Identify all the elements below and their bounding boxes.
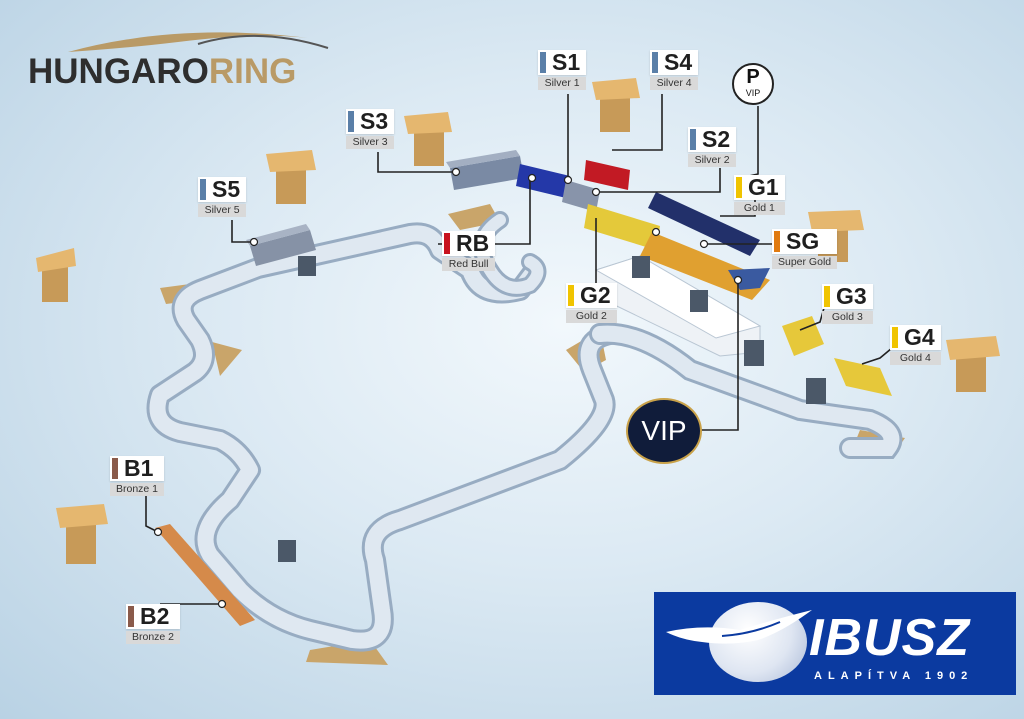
category-marker — [444, 233, 450, 254]
grandstand-s4 — [584, 160, 630, 190]
stand-label-s1[interactable]: S1 Silver 1 — [538, 49, 587, 90]
stand-label-s4[interactable]: S4 Silver 4 — [650, 49, 699, 90]
stand-name: Super Gold — [772, 256, 838, 269]
grandstand-s3 — [446, 150, 524, 190]
video-screen — [690, 290, 708, 312]
stand-name: Silver 3 — [346, 136, 395, 149]
video-screen — [278, 540, 296, 562]
category-marker — [112, 458, 118, 479]
category-marker — [892, 327, 898, 348]
category-marker — [568, 285, 574, 306]
category-marker — [652, 52, 658, 73]
stand-code: G1 — [748, 174, 779, 200]
stand-name: Bronze 1 — [110, 483, 165, 496]
track-surface — [149, 225, 618, 649]
parking-label: VIP — [745, 88, 761, 98]
stand-code: S3 — [360, 108, 389, 134]
stand-label-b2[interactable]: B2 Bronze 2 — [126, 603, 181, 644]
grandstand-s5 — [246, 224, 316, 266]
track-surface — [592, 325, 900, 456]
stand-code: G4 — [904, 324, 935, 350]
parking-icon: P — [746, 66, 760, 88]
video-screen — [298, 256, 316, 276]
stand-code: S5 — [212, 176, 241, 202]
category-marker — [348, 111, 354, 132]
stand-label-g4[interactable]: G4 Gold 4 — [890, 324, 941, 365]
grandstand-g1 — [584, 192, 760, 256]
ibusz-tagline: ALAPÍTVA 1902 — [814, 670, 974, 682]
category-marker — [824, 286, 830, 307]
vip-zone-label: VIP — [641, 415, 687, 446]
stand-name: Gold 3 — [822, 311, 873, 324]
stand-label-s5[interactable]: S5 Silver 5 — [198, 176, 247, 217]
stand-label-g1[interactable]: G1 Gold 1 — [734, 174, 785, 215]
vip-parking-marker[interactable]: P VIP — [732, 63, 774, 105]
grandstand-s1 — [516, 164, 600, 212]
pavilion — [404, 112, 452, 166]
label-anchor-dots — [153, 167, 743, 609]
stand-code: S4 — [664, 49, 693, 75]
stand-name: Gold 2 — [566, 310, 617, 323]
pavilion — [36, 248, 76, 302]
stand-code: G2 — [580, 282, 611, 308]
stand-name: Gold 4 — [890, 352, 941, 365]
stand-code: B2 — [140, 603, 170, 629]
video-screen — [744, 340, 764, 366]
category-marker — [774, 231, 780, 252]
bird-icon — [666, 610, 812, 644]
stand-code: SG — [786, 228, 820, 254]
hungaroring-logo: HUNGARORING — [28, 18, 348, 98]
category-marker — [736, 177, 742, 198]
label-leaders — [145, 94, 893, 605]
ibusz-wordmark: IBUSZ — [809, 609, 970, 667]
logo-swoosh-icon — [68, 32, 329, 52]
grandstand-g3 — [782, 316, 824, 356]
pavilion — [266, 150, 316, 204]
stand-label-g3[interactable]: G3 Gold 3 — [822, 283, 873, 324]
video-screen — [632, 256, 650, 278]
stand-code: B1 — [124, 455, 154, 481]
stand-label-rb[interactable]: RB Red Bull — [442, 230, 496, 271]
stand-label-g2[interactable]: G2 Gold 2 — [566, 282, 617, 323]
stand-name: Red Bull — [442, 258, 496, 271]
category-marker — [200, 179, 206, 200]
grandstand-g4 — [834, 358, 892, 396]
pavilion — [56, 504, 108, 564]
pavilion — [592, 78, 640, 132]
stand-name: Silver 1 — [538, 77, 587, 90]
pavilion — [946, 336, 1000, 392]
logo-wordmark: HUNGARORING — [28, 52, 296, 92]
stand-name: Silver 4 — [650, 77, 699, 90]
stand-code: RB — [456, 230, 490, 256]
video-screen — [806, 378, 826, 404]
category-marker — [690, 129, 696, 150]
stand-code: S1 — [552, 49, 581, 75]
logo-part-hungaro: HUNGARO — [28, 52, 209, 91]
stand-label-sg[interactable]: SG Super Gold — [772, 228, 838, 269]
stand-label-b1[interactable]: B1 Bronze 1 — [110, 455, 165, 496]
stand-label-s3[interactable]: S3 Silver 3 — [346, 108, 395, 149]
stand-name: Silver 2 — [688, 154, 737, 167]
stand-code: G3 — [836, 283, 867, 309]
stand-label-s2[interactable]: S2 Silver 2 — [688, 126, 737, 167]
grandstand-b1-b2 — [155, 524, 255, 626]
stand-name: Gold 1 — [734, 202, 785, 215]
category-marker — [540, 52, 546, 73]
stand-name: Bronze 2 — [126, 631, 181, 644]
category-marker — [128, 606, 134, 627]
stand-code: S2 — [702, 126, 731, 152]
stand-name: Silver 5 — [198, 204, 247, 217]
vip-zone-marker[interactable]: VIP — [626, 398, 702, 464]
logo-part-ring: RING — [208, 52, 297, 91]
runoff-area — [212, 342, 242, 376]
ibusz-sponsor-logo: IBUSZ ALAPÍTVA 1902 — [654, 592, 1016, 695]
